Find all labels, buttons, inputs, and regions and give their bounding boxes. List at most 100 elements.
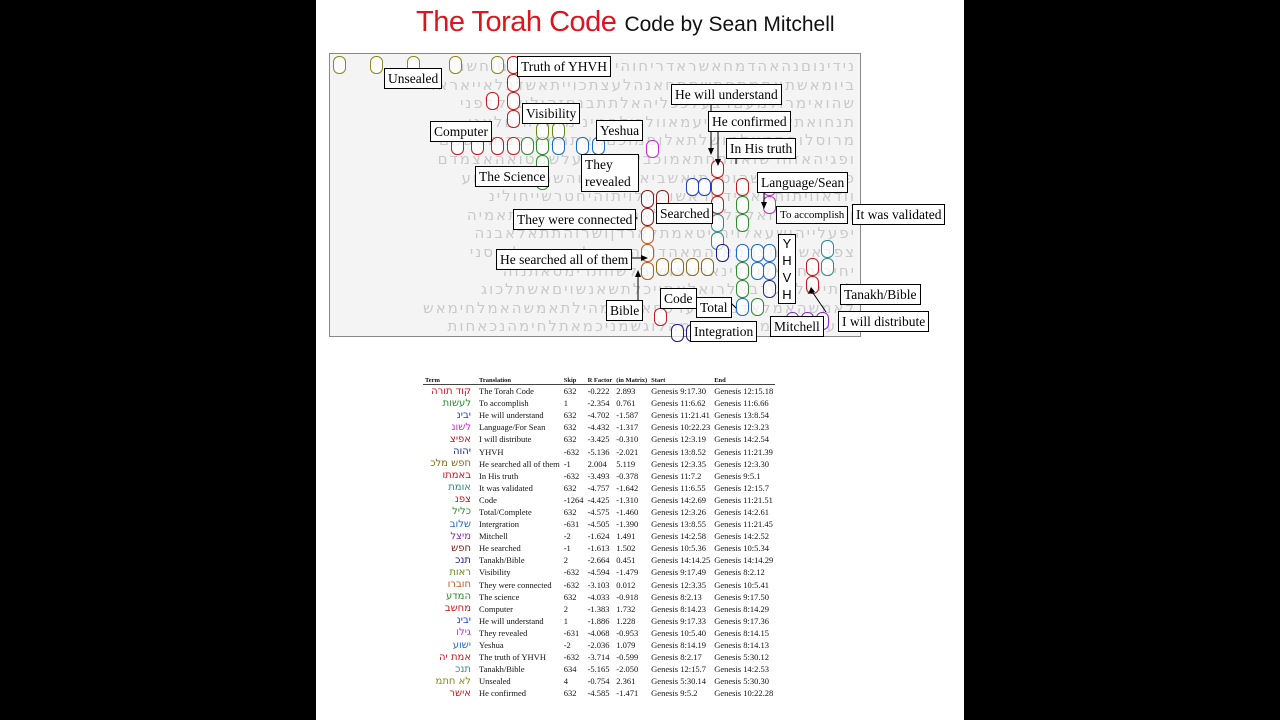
translation-cell: It was validated <box>479 482 533 493</box>
end-cell: Genesis 8:14.15 <box>714 627 769 638</box>
yhvh-letter: H <box>782 287 792 302</box>
rfactor-cell: -1.613 <box>587 543 610 554</box>
label-visibility: Visibility <box>522 103 581 124</box>
translation-cell: YHVH <box>479 446 504 457</box>
document-page: The Torah Code Code by Sean Mitchell ניד… <box>316 0 964 720</box>
term-cell: שלוב <box>449 518 471 530</box>
label-truth-of-yhvh: Truth of YHVH <box>517 56 612 77</box>
highlighted-letter <box>521 137 534 155</box>
term-cell: ישוע <box>452 639 471 651</box>
end-cell: Genesis 8:2.12 <box>714 567 765 578</box>
rfactor-cell: -5.136 <box>587 446 610 457</box>
start-cell: Genesis 9:17.33 <box>651 615 706 626</box>
translation-cell: Mitchell <box>479 531 508 542</box>
highlighted-letter <box>711 160 724 178</box>
col-end: End <box>712 376 776 385</box>
rfactor-cell: -1.886 <box>587 615 610 626</box>
label-he-confirmed: He confirmed <box>708 111 791 132</box>
highlighted-letter <box>736 244 749 262</box>
highlighted-letter <box>671 258 684 276</box>
end-cell: Genesis 8:14.13 <box>714 640 769 651</box>
rfactor-cell: 2.004 <box>587 458 607 469</box>
label-the-science: The Science <box>475 166 550 187</box>
yhvh-letter: H <box>782 253 792 268</box>
label-they-revealed: They revealed <box>581 154 639 192</box>
end-cell: Genesis 11:21.39 <box>714 446 773 457</box>
label-total: Total <box>696 297 732 318</box>
rfactor-cell: -4.702 <box>587 410 610 421</box>
translation-cell: He confirmed <box>479 688 526 699</box>
start-cell: Genesis 9:17.30 <box>651 386 706 397</box>
skip-cell: 632 <box>563 422 577 433</box>
matrix-row: פסודמוהתחשהוטרתואשביאהדמהכוהשרדוהגיעבוע <box>461 168 856 187</box>
start-cell: Genesis 11:6.62 <box>651 398 706 409</box>
term-cell: חפש <box>451 542 471 554</box>
end-cell: Genesis 14:2.54 <box>714 434 769 445</box>
highlighted-letter <box>806 258 819 276</box>
start-cell: Genesis 11:7.2 <box>651 470 702 481</box>
end-cell: Genesis 11:21.45 <box>714 519 773 530</box>
yhvh-letter: V <box>782 270 792 285</box>
translation-cell: The truth of YHVH <box>479 652 546 663</box>
rfactor-cell: -0.754 <box>587 676 610 687</box>
start-cell: Genesis 10:5.40 <box>651 627 706 638</box>
start-cell: Genesis 11:21.41 <box>651 410 710 421</box>
translation-cell: To accomplish <box>479 398 529 409</box>
highlighted-letter <box>486 92 499 110</box>
in-matrix-cell: -2.050 <box>616 664 639 675</box>
highlighted-letter <box>821 240 834 258</box>
label-code: Code <box>660 288 697 309</box>
rfactor-cell: -4.757 <box>587 482 610 493</box>
highlighted-letter <box>641 226 654 244</box>
term-cell: אישר <box>449 687 471 699</box>
label-computer: Computer <box>430 121 492 142</box>
term-cell: לא חתמ <box>435 675 471 687</box>
label-he-searched-all: He searched all of them <box>496 249 633 270</box>
skip-cell: -631 <box>563 627 580 638</box>
skip-cell: 632 <box>563 688 577 699</box>
end-cell: Genesis 10:5.41 <box>714 579 769 590</box>
term-cell: ראות <box>449 566 471 578</box>
highlighted-letter <box>763 196 776 214</box>
skip-cell: 1 <box>563 615 568 626</box>
term-cell: המדע <box>445 591 471 603</box>
label-it-was-validated: It was validated <box>852 204 946 225</box>
in-matrix-cell: -1.317 <box>616 422 639 433</box>
skip-cell: -1 <box>563 543 571 554</box>
yhvh-box: Y H V H <box>778 234 796 304</box>
translation-cell: He will understand <box>479 410 544 421</box>
in-matrix-cell: -1.310 <box>616 494 639 505</box>
end-cell: Genesis 14:2.52 <box>714 531 769 542</box>
start-cell: Genesis 12:3.26 <box>651 506 706 517</box>
highlighted-letter <box>507 137 520 155</box>
rfactor-cell: -2.354 <box>587 398 610 409</box>
rfactor-cell: -3.493 <box>587 470 610 481</box>
highlighted-letter <box>491 56 504 74</box>
title-sub: Code by Sean Mitchell <box>624 13 835 36</box>
label-they-were-connected: They were connected <box>513 209 637 230</box>
rfactor-cell: -5.165 <box>587 664 610 675</box>
highlighted-letter <box>736 262 749 280</box>
end-cell: Genesis 14:2.53 <box>714 664 769 675</box>
in-matrix-cell: 2.361 <box>616 676 636 687</box>
translation-cell: In His truth <box>479 470 519 481</box>
skip-cell: -1264 <box>563 494 584 505</box>
terms-table: Term Translation Skip R Factor (in Matri… <box>423 376 776 699</box>
term-cell: יבינ <box>456 615 471 627</box>
translation-cell: Code <box>479 494 497 505</box>
highlighted-letter <box>736 196 749 214</box>
col-start: Start <box>649 376 713 385</box>
title-main: The Torah Code <box>416 6 617 38</box>
rfactor-cell: -4.585 <box>587 688 610 699</box>
